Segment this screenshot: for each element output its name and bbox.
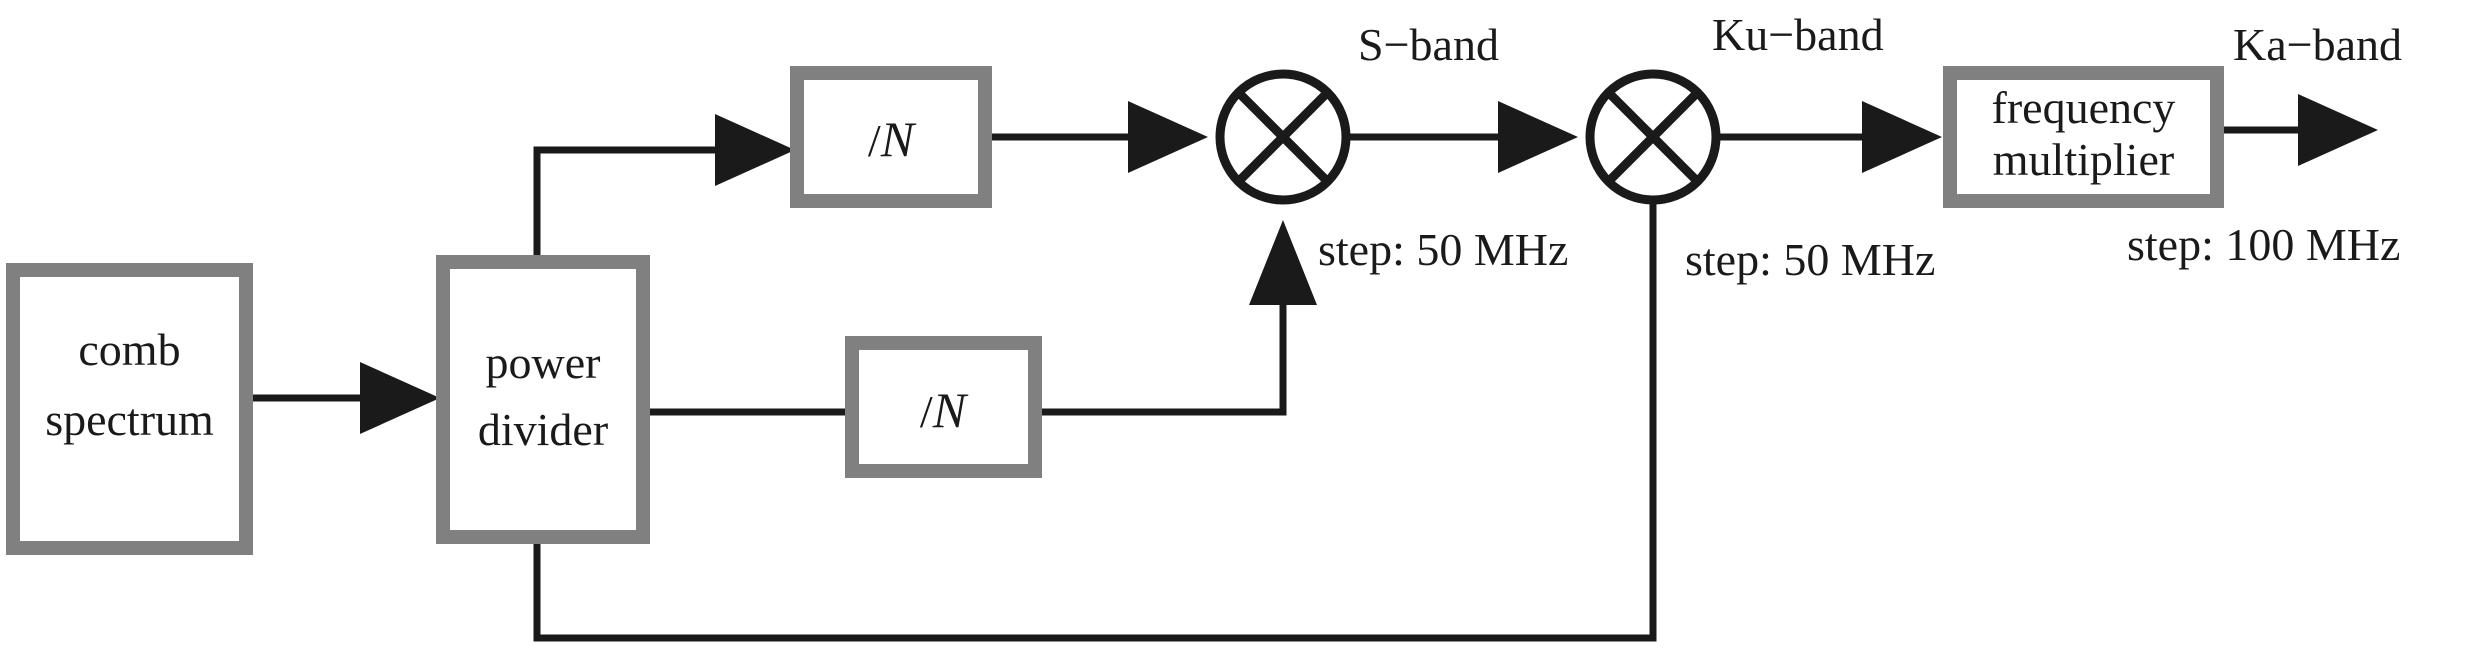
divide-by-n-upper-label: /N bbox=[868, 111, 917, 167]
arrow-to-mixer1 bbox=[1128, 101, 1208, 173]
arrow-comb-to-divider bbox=[360, 362, 440, 434]
arrow-to-multiplier bbox=[1862, 101, 1942, 173]
comb-spectrum-line2: spectrum bbox=[45, 394, 214, 445]
divide-by-n-lower-label: /N bbox=[920, 382, 969, 438]
mixer-1-icon bbox=[1215, 69, 1351, 205]
ku-band-label: Ku−band bbox=[1712, 9, 1884, 60]
wire-divider-to-upper-n bbox=[533, 146, 740, 262]
frequency-multiplier-line2: multiplier bbox=[1993, 134, 2174, 185]
power-divider-line2: divider bbox=[478, 404, 608, 455]
step-label-mixer2: step: 50 MHz bbox=[1685, 234, 1935, 285]
frequency-multiplier-block: frequency multiplier bbox=[1943, 66, 2224, 208]
s-band-label: S−band bbox=[1358, 19, 1499, 70]
arrow-output bbox=[2298, 94, 2378, 166]
mixer-2-icon bbox=[1585, 69, 1721, 205]
divide-by-n-lower-block: /N bbox=[845, 336, 1042, 478]
power-divider-line1: power bbox=[486, 337, 601, 388]
step-label-mixer1: step: 50 MHz bbox=[1318, 224, 1568, 275]
wire-divider-to-mixer2 bbox=[533, 202, 1657, 642]
divide-by-n-upper-block: /N bbox=[790, 66, 992, 208]
wire-lower-n-to-mixer1 bbox=[1040, 240, 1287, 416]
frequency-multiplier-line1: frequency bbox=[1992, 82, 2176, 133]
ka-band-label: Ka−band bbox=[2233, 19, 2402, 70]
comb-spectrum-block: comb spectrum bbox=[6, 263, 253, 555]
arrow-to-upper-n bbox=[715, 114, 795, 186]
step-label-output: step: 100 MHz bbox=[2127, 219, 2400, 270]
comb-spectrum-line1: comb bbox=[78, 324, 180, 375]
arrow-to-mixer2 bbox=[1498, 101, 1578, 173]
power-divider-block: power divider bbox=[436, 255, 650, 544]
arrow-up-to-mixer1 bbox=[1249, 220, 1317, 305]
